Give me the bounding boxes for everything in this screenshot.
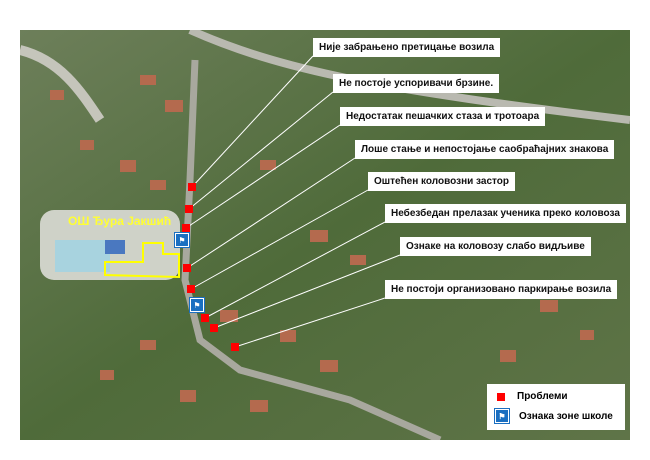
leader-line (185, 124, 341, 229)
school-zone-sign-icon[interactable]: ⚑ (189, 297, 205, 313)
school-name-label: ОШ Ђура Јакшић (68, 214, 172, 228)
problem-label: Недостатак пешачких стаза и тротоара (340, 107, 546, 126)
problem-label: Није забрањено претицање возила (313, 38, 501, 57)
map-legend: Проблеми ⚑ Ознака зоне школе (487, 384, 625, 430)
problem-label: Не постоје успоривачи брзине. (333, 74, 500, 93)
problem-marker-icon[interactable] (187, 285, 195, 293)
problem-marker-icon[interactable] (210, 324, 218, 332)
legend-problems-label: Проблеми (517, 391, 568, 402)
problem-label: Лоше стање и непостојање саобраћајних зн… (355, 140, 615, 159)
problem-label: Ознаке на коловозу слабо видљиве (400, 237, 591, 256)
problem-marker-icon (497, 392, 505, 401)
problem-label: Небезбедан прелазак ученика преко колово… (385, 204, 626, 223)
map-imagery (20, 30, 630, 440)
leader-line (191, 55, 314, 188)
leader-line (186, 157, 356, 269)
legend-school-zone: ⚑ Ознака зоне школе (494, 408, 613, 424)
problem-marker-icon[interactable] (188, 183, 196, 191)
leader-line (213, 254, 401, 329)
problem-marker-icon[interactable] (185, 205, 193, 213)
legend-school-zone-label: Ознака зоне школе (519, 410, 613, 422)
leader-line (188, 91, 334, 210)
school-zone-sign-icon[interactable]: ⚑ (174, 232, 190, 248)
problem-marker-icon[interactable] (183, 264, 191, 272)
legend-problems: Проблеми (495, 391, 568, 402)
aerial-map[interactable] (20, 30, 630, 440)
school-zone-sign-icon: ⚑ (494, 408, 510, 424)
problem-marker-icon[interactable] (231, 343, 239, 351)
problem-label: Не постоји организовано паркирање возила (385, 280, 618, 299)
leader-line (234, 297, 386, 348)
problem-label: Оштећен коловозни застор (368, 172, 515, 191)
leader-line (204, 221, 386, 319)
leader-line (190, 189, 369, 290)
problem-marker-icon[interactable] (182, 224, 190, 232)
problem-marker-icon[interactable] (201, 314, 209, 322)
